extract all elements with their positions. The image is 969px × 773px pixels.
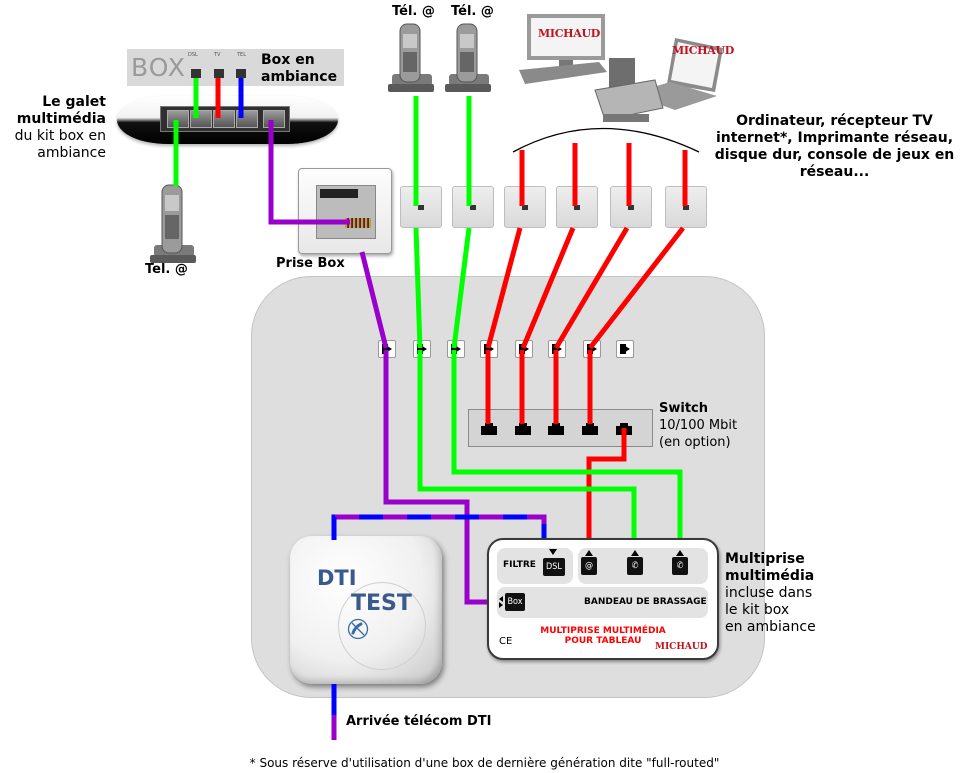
box-bar: BOX DSL TV TEL xyxy=(127,49,344,86)
cable-purple-patch xyxy=(359,251,389,349)
galet-sub-line2: ambiance xyxy=(37,145,106,161)
switch-title: Switch xyxy=(659,401,709,416)
phone-port-icon: ✆ xyxy=(672,557,688,575)
box-logo: BOX xyxy=(131,53,186,82)
cable-telecom-purple xyxy=(331,514,547,540)
prise-box-label-strip xyxy=(320,189,358,198)
cordless-phone-icon xyxy=(150,184,196,263)
arrow-down-icon xyxy=(549,549,557,555)
cable-red-patch-3 xyxy=(553,226,630,350)
wall-socket-data-1 xyxy=(504,186,546,228)
cable-purple-box xyxy=(383,350,487,605)
filtre-dsl-section: Filtre DSL xyxy=(497,548,573,584)
wall-socket-phone-2 xyxy=(452,186,494,228)
cordless-phone-icon xyxy=(388,23,434,92)
switch-option: (en option) xyxy=(659,435,731,450)
switch-port xyxy=(515,423,531,435)
box-port-label-dsl: DSL xyxy=(188,52,198,58)
prise-box-label: Prise Box xyxy=(276,256,345,271)
box-port-badge: Box xyxy=(505,593,525,611)
arrow-left-icon xyxy=(499,596,503,602)
multiprise-caption-line1: Multiprise xyxy=(725,551,805,567)
box-port-label-tv: TV xyxy=(214,52,221,58)
multiprise-caption-line5: en ambiance xyxy=(725,619,816,635)
cable-green-patch-2 xyxy=(451,227,472,349)
cordless-phone-icon xyxy=(445,23,491,92)
cable-telecom-blue xyxy=(331,514,547,540)
box-port-tel xyxy=(236,69,246,78)
cable-red-uplink xyxy=(586,428,627,538)
devices-bracket xyxy=(512,127,700,153)
prise-box-socket xyxy=(298,168,392,254)
galet-sub-line1: du kit box en xyxy=(14,128,106,144)
cable-purple-prise xyxy=(268,120,350,225)
dti-test-box: DTI TEST xyxy=(290,536,442,684)
box-port-label-tel: TEL xyxy=(237,52,246,58)
wall-socket-phone-1 xyxy=(400,186,442,228)
dsl-badge: DSL xyxy=(543,558,565,576)
multiprise-caption-line4: le kit box xyxy=(725,602,790,618)
footnote: * Sous réserve d'utilisation d'une box d… xyxy=(249,756,720,770)
no-phone-icon xyxy=(347,618,369,640)
dti-arrival-label: Arrivée télécom DTI xyxy=(346,714,492,729)
switch-speed: 10/100 Mbit xyxy=(659,418,738,433)
cable-green-patch-1 xyxy=(413,227,423,349)
box-caption-line2: ambiance xyxy=(261,69,338,85)
galet-port-strip xyxy=(160,106,290,132)
arrow-up-icon xyxy=(585,550,593,556)
switch-port xyxy=(481,423,497,435)
multiprise-multimedia: Filtre DSL @ ✆ ✆ Box Bandeau de brassage… xyxy=(487,538,719,660)
phone-top1-label: Tél. @ xyxy=(392,4,435,19)
devices-caption-line4: réseau... xyxy=(799,164,870,180)
product-name-line1: MULTIPRISE MULTIMÉDIA xyxy=(540,626,666,636)
prise-box-module xyxy=(316,185,376,239)
cable-red-patch-2 xyxy=(520,227,576,349)
multiprise-caption-line3: incluse dans xyxy=(725,585,813,601)
network-devices-illustration xyxy=(519,14,723,122)
switch-port xyxy=(582,423,598,435)
bandeau-section: Box Bandeau de brassage xyxy=(497,587,708,618)
devices-caption-line3: disque dur, console de jeux en xyxy=(714,147,955,163)
galet-title-line1: Le galet xyxy=(42,94,106,110)
dti-test-label: TEST xyxy=(351,591,412,616)
wall-socket-data-3 xyxy=(610,186,652,228)
devices-caption-line1: Ordinateur, récepteur TV xyxy=(736,113,933,129)
output-ports-section: @ ✆ ✆ xyxy=(578,548,708,584)
patch-port-8 xyxy=(616,340,634,358)
box-caption-line1: Box en xyxy=(261,52,315,68)
box-port-tv xyxy=(214,69,224,78)
multiprise-caption-line2: multimédia xyxy=(725,568,815,584)
switch-port xyxy=(548,423,564,435)
multiprise-brand-logo: MICHAUD xyxy=(655,642,708,652)
computer-brand-logo: MICHAUD xyxy=(538,27,601,40)
phone-left-label: Tel. @ xyxy=(145,262,188,277)
cable-red-patch-4 xyxy=(588,226,685,350)
bandeau-label: Bandeau de brassage xyxy=(584,597,707,607)
galet-title-line2: multimédia xyxy=(16,111,106,127)
ce-mark: CE xyxy=(499,636,513,647)
product-name-line2: POUR TABLEAU xyxy=(564,636,642,646)
phone-top2-label: Tél. @ xyxy=(451,4,494,19)
arrow-up-icon xyxy=(676,550,684,556)
cable-red-patch-1 xyxy=(485,227,523,349)
at-port-badge: @ xyxy=(581,557,597,575)
arrow-up-icon xyxy=(631,550,639,556)
cable-green-multiprise-1 xyxy=(417,350,637,538)
prise-box-connector xyxy=(345,218,371,228)
dti-label: DTI xyxy=(317,566,357,590)
arrow-right-icon xyxy=(499,602,503,608)
devices-caption-line2: internet*, Imprimante réseau, xyxy=(715,130,954,146)
filtre-label: Filtre xyxy=(503,560,536,570)
cable-green-multiprise-2 xyxy=(451,350,683,538)
dti-test-circle xyxy=(338,582,426,670)
laptop-brand-logo: MICHAUD xyxy=(672,44,735,57)
box-port-dsl xyxy=(191,69,201,78)
phone-port-icon: ✆ xyxy=(627,557,643,575)
